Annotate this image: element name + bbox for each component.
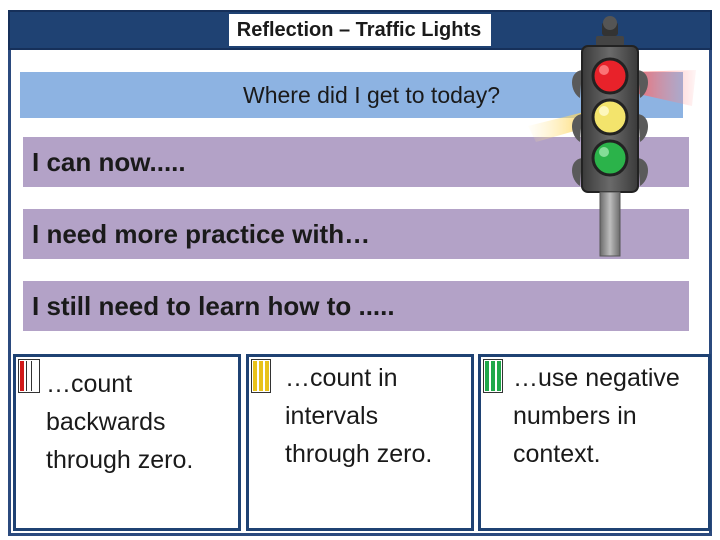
text-line: …count in — [285, 364, 398, 392]
text-line: backwards — [46, 408, 166, 436]
text-line: intervals — [285, 402, 379, 430]
red-target-text: …count backwards through zero. — [46, 365, 193, 479]
green-light — [591, 139, 629, 177]
prompt-band-more-practice: I need more practice with… — [23, 209, 689, 259]
slide-title: Reflection – Traffic Lights — [228, 14, 492, 46]
green-marker-icon — [483, 359, 503, 393]
green-target-text: …use negative numbers in context. — [513, 359, 680, 473]
red-target-box: …count backwards through zero. — [13, 354, 241, 531]
text-line: …count — [46, 370, 133, 398]
text-line: through zero. — [46, 446, 194, 474]
amber-target-text: …count in intervals through zero. — [285, 359, 432, 473]
prompt-text: I can now..... — [32, 146, 186, 177]
text-line: numbers in — [513, 402, 637, 430]
traffic-light-icon — [528, 16, 696, 257]
green-target-box: …use negative numbers in context. — [478, 354, 711, 531]
red-marker-icon — [18, 359, 40, 393]
text-line: context. — [513, 440, 601, 468]
prompt-text: I need more practice with… — [32, 218, 371, 249]
red-light — [591, 57, 629, 95]
amber-target-box: …count in intervals through zero. — [246, 354, 474, 531]
question-text: Where did I get to today? — [243, 81, 500, 108]
prompt-band-still-learn: I still need to learn how to ..... — [23, 281, 689, 331]
prompt-text: I still need to learn how to ..... — [32, 290, 395, 321]
text-line: …use negative — [513, 364, 680, 392]
title-bar: Reflection – Traffic Lights — [8, 10, 712, 50]
amber-light — [591, 98, 629, 136]
text-line: through zero. — [285, 440, 433, 468]
amber-marker-icon — [251, 359, 271, 393]
